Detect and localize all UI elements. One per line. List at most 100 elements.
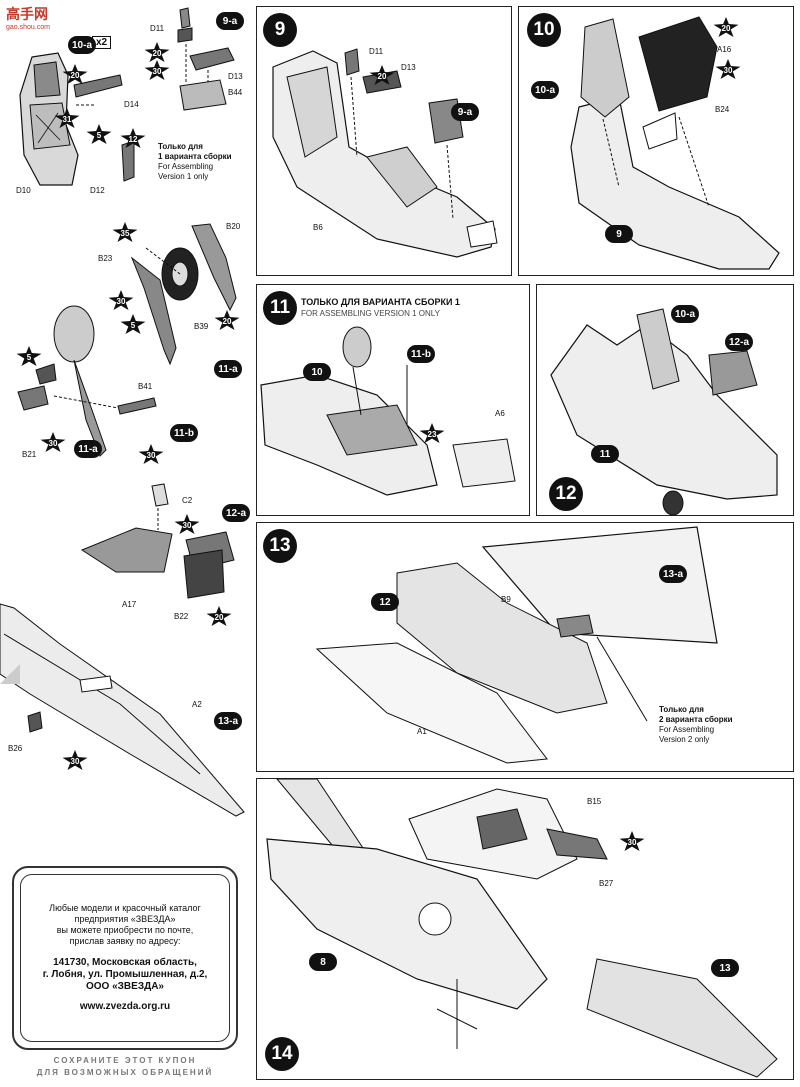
step-13-panel: 13 B9 A1 12 13-a Только для 2 варианта с…: [256, 522, 794, 772]
coupon-line: Любые модели и красочный каталог: [49, 903, 201, 913]
paint-code-star: 30: [138, 444, 164, 466]
step-12a-tag: 12-a: [222, 504, 251, 522]
part-label-b9: B9: [501, 595, 511, 604]
step-11-header: ТОЛЬКО ДЛЯ ВАРИАНТА СБОРКИ 1: [301, 297, 460, 307]
paint-code-star: 20: [62, 64, 88, 86]
step-10a-ref-tag: 10-a: [531, 81, 560, 99]
paint-code-star: 31: [54, 108, 80, 130]
part-label-d10: D10: [16, 186, 31, 195]
part-label-a17: A17: [122, 600, 137, 609]
paint-code-star: 20: [214, 310, 240, 332]
nose-gear-drawing: [17, 305, 157, 457]
part-label-b27: B27: [599, 879, 614, 888]
step-9-ref-tag: 9: [605, 225, 633, 243]
step-11a-ref-tag: 11-a: [74, 440, 102, 458]
version-1-note: Только для 1 варианта сборки For Assembl…: [158, 142, 232, 181]
coupon-line: вы можете приобрести по почте,: [56, 925, 194, 935]
step-10-number: 10: [527, 13, 561, 47]
step-13a-tag: 13-a: [214, 712, 243, 730]
part-label-a2: A2: [192, 700, 202, 709]
part-label-b22: B22: [174, 612, 189, 621]
step-14-airframe-drawing: [266, 778, 778, 1078]
step-11-ref-tag: 11: [591, 445, 619, 463]
paint-code-star: 5: [86, 124, 112, 146]
part-label-b41: B41: [138, 382, 153, 391]
paint-code-star: 20: [206, 606, 232, 628]
paint-code-star: 20: [369, 65, 395, 87]
paint-code-star: 5: [120, 314, 146, 336]
part-label-d11: D11: [369, 47, 384, 56]
part-label-b39: B39: [194, 322, 209, 331]
version-2-note: Только для 2 варианта сборки For Assembl…: [659, 705, 733, 744]
part-label-b6: B6: [313, 223, 323, 232]
step-11-number: 11: [263, 291, 297, 325]
step-14-number: 14: [265, 1037, 299, 1071]
paint-code-star: 30: [108, 290, 134, 312]
part-label-c2: C2: [182, 496, 193, 505]
part-label-a1: A1: [417, 727, 427, 736]
step-9a-parts-drawing: [177, 7, 235, 111]
step-9a-ref-tag: 9-a: [451, 103, 479, 121]
paint-code-star: 35: [112, 222, 138, 244]
part-label-b23: B23: [98, 254, 113, 263]
quantity-badge: x2: [92, 36, 112, 49]
paint-code-star: 20: [713, 17, 739, 39]
landing-gear-drawing: [130, 223, 237, 366]
step-10a-tag: 10-a: [68, 36, 97, 54]
coupon-address: 141730, Московская область, г. Лобня, ул…: [42, 957, 208, 992]
part-label-d13: D13: [401, 63, 416, 72]
step-8-ref-tag: 8: [309, 953, 337, 971]
part-label-b24: B24: [715, 105, 730, 114]
coupon-url: www.zvezda.org.ru: [79, 1001, 171, 1012]
step-10-panel: 10 A16 B24 10-a 9 20 30: [518, 6, 794, 276]
part-label-d14: D14: [124, 100, 139, 109]
step-9a-tag: 9-a: [216, 12, 244, 30]
coupon-footer-line1: СОХРАНИТЕ ЭТОТ КУПОН: [53, 1056, 197, 1065]
nose-panel-drawing: [0, 603, 245, 817]
step-12-cockpit-drawing: [550, 308, 778, 516]
step-11-gear-drawing: [260, 326, 516, 496]
step-12-number: 12: [549, 477, 583, 511]
paint-code-star: 5: [16, 346, 42, 368]
step-12-ref-tag: 12: [371, 593, 399, 611]
step-14-panel: B15 B27 30 8 13 14: [256, 778, 794, 1080]
coupon-line: предприятия «ЗВЕЗДА»: [74, 914, 176, 924]
paint-code-star: 30: [144, 60, 170, 82]
step-10-cockpit-drawing: [570, 16, 780, 270]
step-9-cockpit-drawing: [272, 48, 498, 258]
coupon-footer-line2: ДЛЯ ВОЗМОЖНЫХ ОБРАЩЕНИЙ: [36, 1068, 214, 1077]
paint-code-star: 30: [715, 59, 741, 81]
step-11b-tag: 11-b: [170, 424, 199, 442]
part-label-d11: D11: [150, 24, 165, 33]
ejection-seat-drawing: [19, 52, 135, 186]
step-13-ref-tag: 13: [711, 959, 739, 977]
part-label-d13: D13: [228, 72, 243, 81]
step-13-number: 13: [263, 529, 297, 563]
paint-code-star: 30: [174, 514, 200, 536]
paint-code-star: 12: [120, 128, 146, 150]
paint-code-star: 30: [619, 831, 645, 853]
step-10a-ref-tag: 10-a: [671, 305, 700, 323]
step-12a-ref-tag: 12-a: [725, 333, 754, 351]
paint-code-star: 20: [144, 42, 170, 64]
part-label-b44: B44: [228, 88, 243, 97]
watermark-logo: 高手网 gao.shou.com: [6, 6, 50, 31]
step-13-fuselage-drawing: [315, 526, 718, 764]
part-label-a16: A16: [717, 45, 732, 54]
paint-code-star: 30: [40, 432, 66, 454]
step-13a-ref-tag: 13-a: [659, 565, 688, 583]
step-9-number: 9: [263, 13, 297, 47]
coupon-line: прислав заявку по адресу:: [69, 936, 181, 946]
step-12-panel: 10-a 12-a 11 12: [536, 284, 794, 516]
step-10-ref-tag: 10: [303, 363, 331, 381]
coupon-box: Любые модели и красочный каталог предпри…: [12, 866, 238, 1050]
step-9-panel: 9 D11 D13 B6 9-a 20: [256, 6, 512, 276]
part-label-b26: B26: [8, 744, 23, 753]
part-label-d12: D12: [90, 186, 105, 195]
paint-code-star: 23: [419, 423, 445, 445]
part-label-b20: B20: [226, 222, 241, 231]
step-11-panel: 11 ТОЛЬКО ДЛЯ ВАРИАНТА СБОРКИ 1 FOR ASSE…: [256, 284, 530, 516]
part-label-b15: B15: [587, 797, 602, 806]
step-11-subheader: FOR ASSEMBLING VERSION 1 ONLY: [301, 309, 440, 318]
part-label-b21: B21: [22, 450, 37, 459]
